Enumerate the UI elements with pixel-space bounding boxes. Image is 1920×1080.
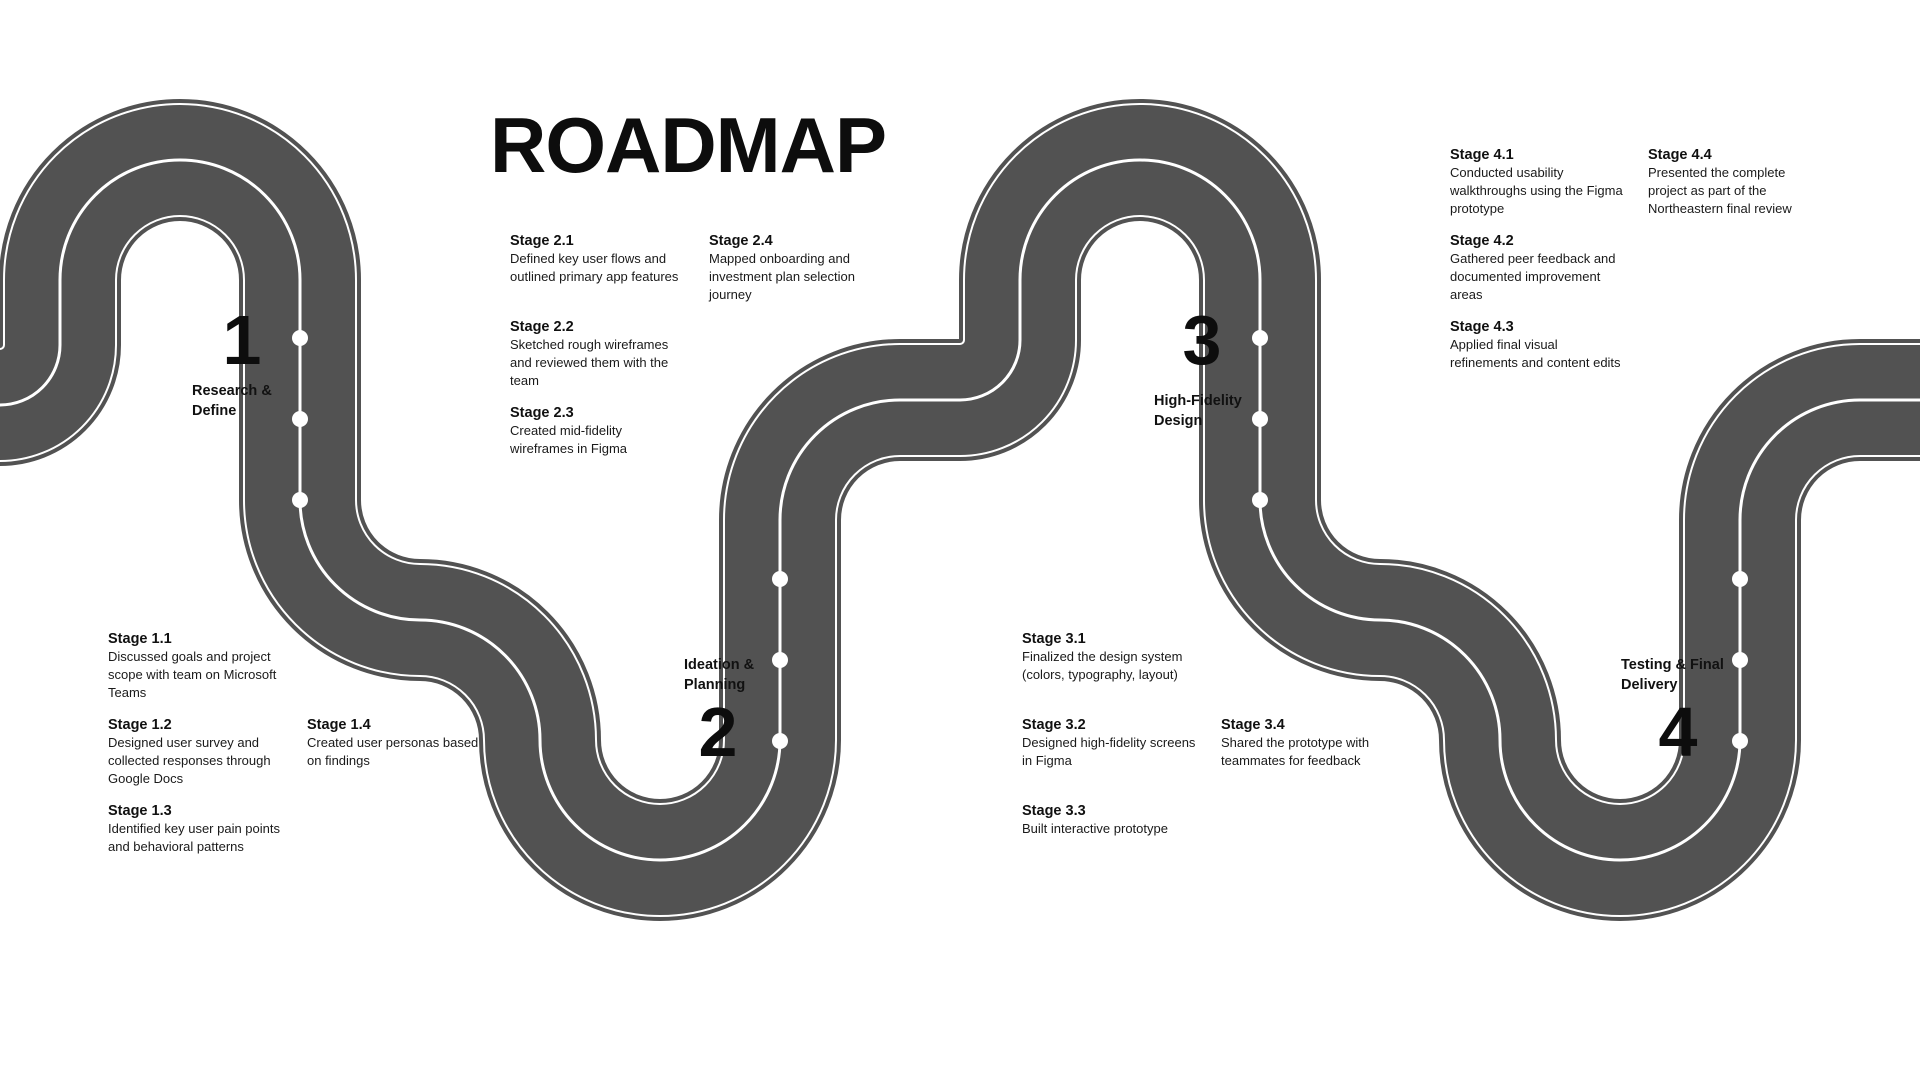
milestone-dot [292, 411, 308, 427]
phase-label-4: Testing & Final Delivery [1621, 657, 1724, 693]
stage-description: Finalized the design system (colors, typ… [1022, 649, 1183, 682]
stage-name: Stage 4.2 [1450, 233, 1514, 249]
stage-description: Conducted usability walkthroughs using t… [1450, 165, 1623, 216]
stage-name: Stage 1.3 [108, 803, 172, 819]
stage-3-3: Stage 3.3 Built interactive prototype [1022, 802, 1197, 838]
stage-description: Designed user survey and collected respo… [108, 735, 271, 786]
stage-4-3: Stage 4.3 Applied final visual refinemen… [1450, 318, 1625, 372]
stage-2-3: Stage 2.3 Created mid-fidelity wireframe… [510, 404, 685, 458]
stage-name: Stage 1.4 [307, 717, 371, 733]
stage-name: Stage 1.2 [108, 717, 172, 733]
stage-1-1: Stage 1.1 Discussed goals and project sc… [108, 630, 283, 702]
stage-name: Stage 3.2 [1022, 717, 1086, 733]
milestone-dot [772, 571, 788, 587]
stage-4-2: Stage 4.2 Gathered peer feedback and doc… [1450, 232, 1625, 304]
stage-name: Stage 3.3 [1022, 803, 1086, 819]
stage-description: Applied final visual refinements and con… [1450, 337, 1621, 370]
milestone-dot [1732, 652, 1748, 668]
stage-name: Stage 2.2 [510, 319, 574, 335]
stage-3-1: Stage 3.1 Finalized the design system (c… [1022, 630, 1197, 684]
milestone-dot [772, 652, 788, 668]
milestone-dots [292, 330, 1748, 749]
stage-name: Stage 3.4 [1221, 717, 1285, 733]
stage-description: Gathered peer feedback and documented im… [1450, 251, 1616, 302]
stage-name: Stage 2.4 [709, 233, 773, 249]
stage-description: Discussed goals and project scope with t… [108, 649, 277, 700]
stage-name: Stage 4.1 [1450, 147, 1514, 163]
page-title: ROADMAP [490, 101, 887, 189]
stage-description: Presented the complete project as part o… [1648, 165, 1792, 216]
stage-2-1: Stage 2.1 Defined key user flows and out… [510, 232, 685, 286]
stage-3-4: Stage 3.4 Shared the prototype with team… [1221, 716, 1396, 770]
stage-description: Sketched rough wireframes and reviewed t… [510, 337, 669, 388]
milestone-dot [1252, 330, 1268, 346]
stage-name: Stage 4.3 [1450, 319, 1514, 335]
stage-description: Designed high-fidelity screens in Figma [1022, 735, 1196, 768]
milestone-dot [1732, 571, 1748, 587]
stage-2-2: Stage 2.2 Sketched rough wireframes and … [510, 318, 685, 390]
phase-number-3: 3 [1182, 301, 1222, 379]
stage-1-4: Stage 1.4 Created user personas based on… [307, 716, 482, 770]
stage-description: Shared the prototype with teammates for … [1221, 735, 1370, 768]
stage-name: Stage 3.1 [1022, 631, 1086, 647]
stage-1-3: Stage 1.3 Identified key user pain point… [108, 802, 283, 856]
milestone-dot [772, 733, 788, 749]
stage-description: Defined key user flows and outlined prim… [510, 251, 679, 284]
milestone-dot [1252, 411, 1268, 427]
milestone-dot [1732, 733, 1748, 749]
stage-description: Identified key user pain points and beha… [108, 821, 280, 854]
stage-3-2: Stage 3.2 Designed high-fidelity screens… [1022, 716, 1197, 770]
stage-description: Created mid-fidelity wireframes in Figma [510, 423, 628, 456]
stage-description: Built interactive prototype [1022, 821, 1168, 836]
road-lane-line [0, 158, 1920, 862]
stage-name: Stage 4.4 [1648, 147, 1712, 163]
milestone-dot [292, 492, 308, 508]
stage-name: Stage 2.1 [510, 233, 574, 249]
phase-label-3: High-Fidelity Design [1154, 393, 1242, 429]
stage-1-2: Stage 1.2 Designed user survey and colle… [108, 716, 283, 788]
stage-name: Stage 2.3 [510, 405, 574, 421]
phase-label-1: Research & Define [192, 383, 272, 419]
phase-number-1: 1 [222, 301, 262, 379]
milestone-dot [1252, 492, 1268, 508]
stage-description: Created user personas based on findings [307, 735, 479, 768]
phase-label-2: Ideation & Planning [684, 657, 755, 693]
milestone-dot [292, 330, 308, 346]
stage-2-4: Stage 2.4 Mapped onboarding and investme… [709, 232, 884, 304]
stage-name: Stage 1.1 [108, 631, 172, 647]
phase-number-4: 4 [1658, 693, 1698, 771]
stage-4-1: Stage 4.1 Conducted usability walkthroug… [1450, 146, 1625, 218]
stage-4-4: Stage 4.4 Presented the complete project… [1648, 146, 1823, 218]
stage-description: Mapped onboarding and investment plan se… [709, 251, 855, 302]
phase-number-2: 2 [698, 693, 738, 771]
